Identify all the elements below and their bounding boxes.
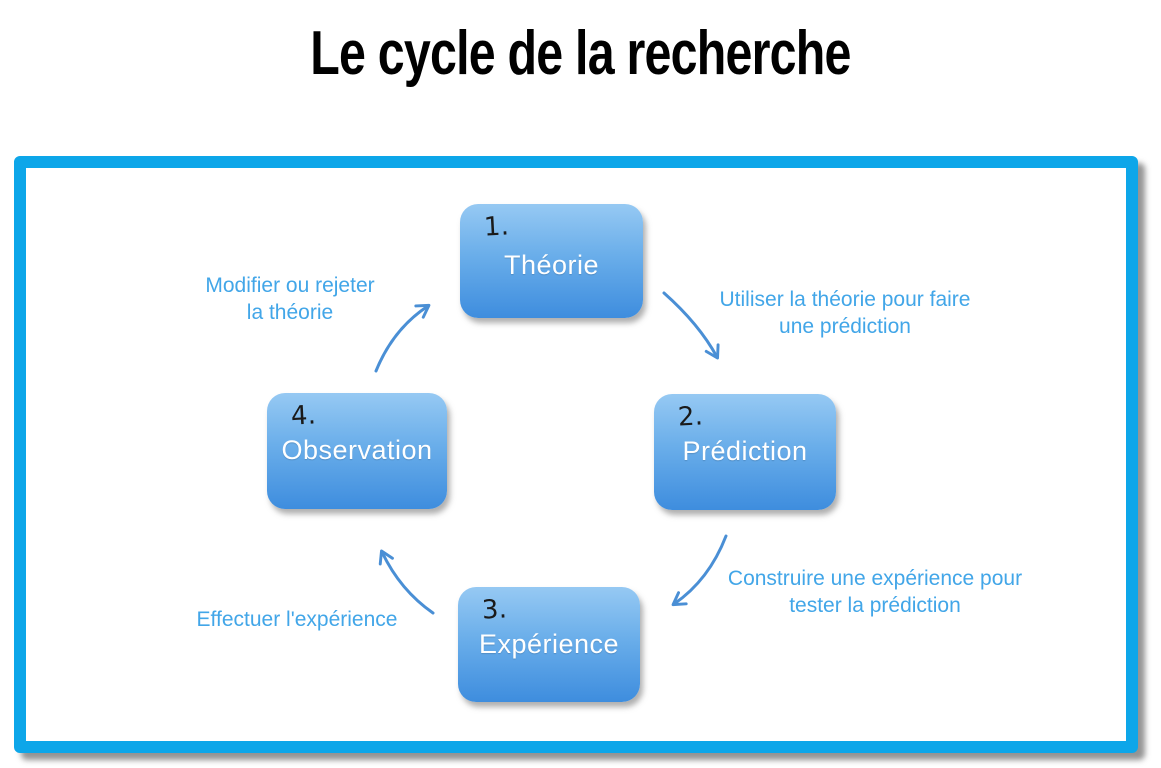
node-experience: 3. Expérience (458, 587, 640, 702)
node-observation-label: Observation (281, 435, 433, 465)
node-theorie: 1. Théorie (460, 204, 643, 318)
node-observation-number: 4. (290, 400, 317, 432)
node-experience-label: Expérience (478, 629, 620, 659)
node-theorie-number: 1. (483, 211, 510, 243)
node-prediction-label: Prédiction (682, 436, 808, 466)
node-theorie-label: Théorie (503, 250, 600, 280)
caption-experiment-to-observation: Effectuer l'expérience (196, 608, 398, 631)
caption-theory-to-prediction: Utiliser la théorie pour faire une prédi… (719, 288, 971, 338)
caption-observation-to-theory: Modifier ou rejeter la théorie (205, 274, 375, 324)
caption-prediction-to-experiment: Construire une expérience pour tester la… (727, 567, 1023, 617)
node-prediction-number: 2. (677, 401, 704, 433)
node-experience-number: 3. (481, 594, 508, 626)
node-observation: 4. Observation (267, 393, 447, 509)
page-title-row: Le cycle de la recherche (0, 18, 1161, 89)
page-title: Le cycle de la recherche (310, 19, 851, 88)
node-prediction: 2. Prédiction (654, 394, 836, 510)
